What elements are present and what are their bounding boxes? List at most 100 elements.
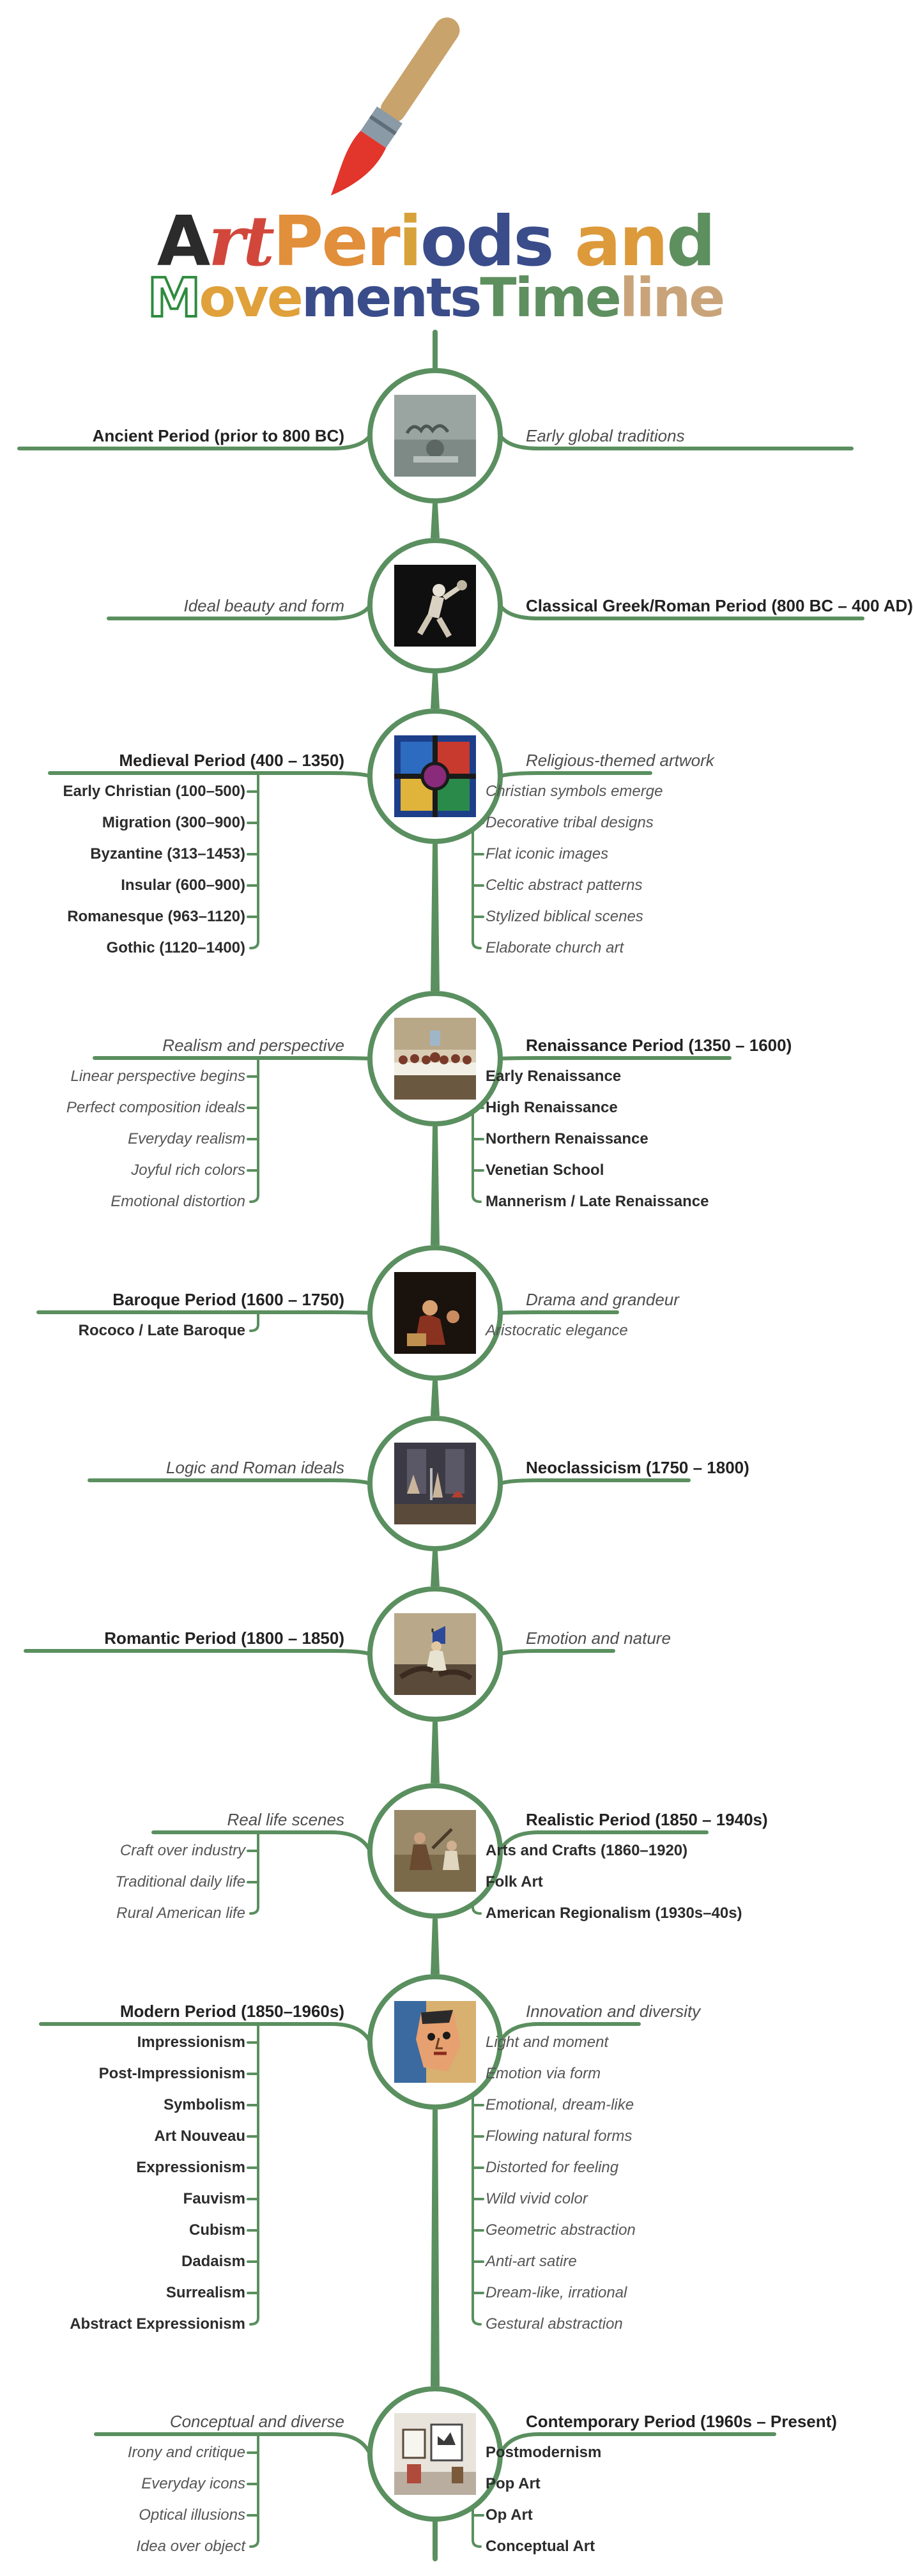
- sub-item-label: Symbolism: [163, 2096, 245, 2113]
- sub-item-label: Abstract Expressionism: [70, 2315, 245, 2333]
- bracket-line-left: [249, 940, 259, 949]
- sub-item-label: Pop Art: [486, 2475, 541, 2492]
- bracket-line-left: [249, 1906, 259, 1915]
- heading-connector-right: [498, 771, 652, 778]
- period-title: Medieval Period (400 – 1350): [119, 751, 344, 770]
- sub-item-label: Dream-like, irrational: [486, 2284, 627, 2301]
- sub-item-label: Fauvism: [183, 2190, 245, 2207]
- liberty-leading-thumbnail: [394, 1613, 476, 1695]
- bracket-line-right: [472, 2539, 482, 2548]
- period-description: Realism and perspective: [162, 1036, 344, 1055]
- sub-item-label: Light and moment: [486, 2034, 609, 2051]
- title-letter: s: [513, 202, 554, 282]
- title-letter: rt: [208, 201, 275, 282]
- period-description: Emotion and nature: [526, 1629, 671, 1648]
- cave-painting-thumbnail: [394, 395, 476, 477]
- bracket-line-right: [472, 1194, 482, 1203]
- sub-item-label: Rococo / Late Baroque: [78, 1322, 245, 1339]
- bracket-line-right: [472, 1906, 482, 1915]
- timeline-infographic: ArtPeriods and MovementsTimeline: [0, 17, 913, 2561]
- period-node: [367, 1586, 503, 1722]
- sub-item-label: Rural American life: [116, 1905, 245, 1922]
- sub-item-label: Distorted for feeling: [486, 2159, 619, 2176]
- spine-line: [431, 1126, 440, 1245]
- sub-item-label: Everyday icons: [141, 2475, 245, 2492]
- sub-item-label: Anti-art satire: [486, 2253, 577, 2270]
- sub-item-label: Decorative tribal designs: [486, 814, 654, 831]
- period-title: Classical Greek/Roman Period (800 BC – 4…: [526, 596, 913, 615]
- title-letter: P: [273, 202, 323, 282]
- spine-line: [431, 1551, 440, 1586]
- sub-item-label: Stylized biblical scenes: [486, 908, 643, 925]
- brush-handle: [380, 17, 460, 123]
- period-description: Ideal beauty and form: [183, 596, 345, 615]
- bracket-line-left: [249, 1194, 259, 1203]
- heading-connector-right: [498, 1478, 691, 1485]
- title-letter: line: [619, 266, 725, 329]
- sub-item-label: Celtic abstract patterns: [486, 877, 643, 894]
- sub-item-label: American Regionalism (1930s–40s): [486, 1905, 742, 1922]
- period-title: Renaissance Period (1350 – 1600): [526, 1036, 792, 1055]
- title-letter: Time: [480, 266, 622, 329]
- heading-connector-right: [498, 1056, 732, 1061]
- baroque-painting-thumbnail: [394, 1272, 476, 1354]
- sub-item-label: Migration (300–900): [102, 814, 245, 831]
- period-description: Real life scenes: [227, 1810, 344, 1829]
- title-letter: r: [366, 202, 400, 282]
- title-line-1: ArtPeriods and: [0, 203, 871, 280]
- sub-item-label: Craft over industry: [119, 1842, 245, 1859]
- sub-item-label: Op Art: [486, 2506, 533, 2524]
- period-description: Innovation and diversity: [526, 2002, 701, 2021]
- stained-glass-thumbnail: [394, 735, 476, 817]
- sub-item-label: Mannerism / Late Renaissance: [486, 1193, 709, 1210]
- sub-item-label: Flowing natural forms: [486, 2128, 633, 2145]
- spine-line: [431, 1722, 440, 1783]
- heading-connector-left: [36, 1310, 372, 1315]
- sub-item-label: Venetian School: [486, 1162, 604, 1179]
- period-node: [367, 368, 503, 503]
- sub-item-label: Geometric abstraction: [486, 2221, 636, 2239]
- title-letter: ments: [301, 266, 482, 329]
- sub-item-label: Expressionism: [136, 2159, 245, 2176]
- sub-item-label: Wild vivid color: [486, 2190, 588, 2207]
- period-description: Drama and grandeur: [526, 1290, 679, 1309]
- period-node: [367, 709, 503, 844]
- title-letter: d: [465, 202, 515, 282]
- sub-item-label: Emotional distortion: [111, 1193, 245, 1210]
- heading-connector-left: [24, 1649, 372, 1656]
- heading-connector-left: [93, 1056, 372, 1061]
- sub-item-label: Early Christian (100–500): [63, 783, 245, 800]
- sub-item-label: Post-Impressionism: [98, 2065, 245, 2082]
- sub-item-label: Emotional, dream-like: [486, 2096, 634, 2113]
- bracket-line-right: [472, 940, 482, 949]
- sub-item-label: Idea over object: [136, 2538, 245, 2555]
- period-node: [367, 1783, 503, 1919]
- sub-item-label: Joyful rich colors: [131, 1162, 245, 1179]
- paintbrush-icon: [330, 17, 460, 195]
- bracket-line-left: [249, 1323, 259, 1332]
- sub-item-label: Flat iconic images: [486, 845, 609, 862]
- period-title: Neoclassicism (1750 – 1800): [526, 1458, 749, 1477]
- sub-item-label: Conceptual Art: [486, 2538, 595, 2555]
- sub-item-label: Linear perspective begins: [70, 1068, 245, 1085]
- sub-item-label: Gothic (1120–1400): [106, 939, 245, 956]
- title-line-2: MovementsTimeline: [0, 266, 871, 330]
- heading-connector-left: [88, 1478, 372, 1485]
- period-node: [367, 1974, 503, 2110]
- oath-of-horatii-thumbnail: [394, 1443, 476, 1524]
- period-node: [367, 538, 503, 673]
- sub-item-label: Christian symbols emerge: [486, 783, 663, 800]
- sub-item-label: High Renaissance: [486, 1099, 618, 1116]
- period-node: [367, 991, 503, 1126]
- title-letter: i: [398, 202, 422, 282]
- heading-connector-right: [498, 1310, 619, 1315]
- title-letter: e: [321, 202, 368, 282]
- brush-tip: [330, 130, 387, 195]
- sub-item-label: Everyday realism: [127, 1130, 245, 1147]
- title-letter: n: [619, 202, 668, 282]
- period-description: Early global traditions: [526, 426, 685, 445]
- heading-connector-right: [498, 1649, 615, 1656]
- spine-line: [431, 1919, 440, 1974]
- sub-item-label: Insular (600–900): [121, 877, 245, 894]
- sub-item-label: Art Nouveau: [154, 2128, 245, 2145]
